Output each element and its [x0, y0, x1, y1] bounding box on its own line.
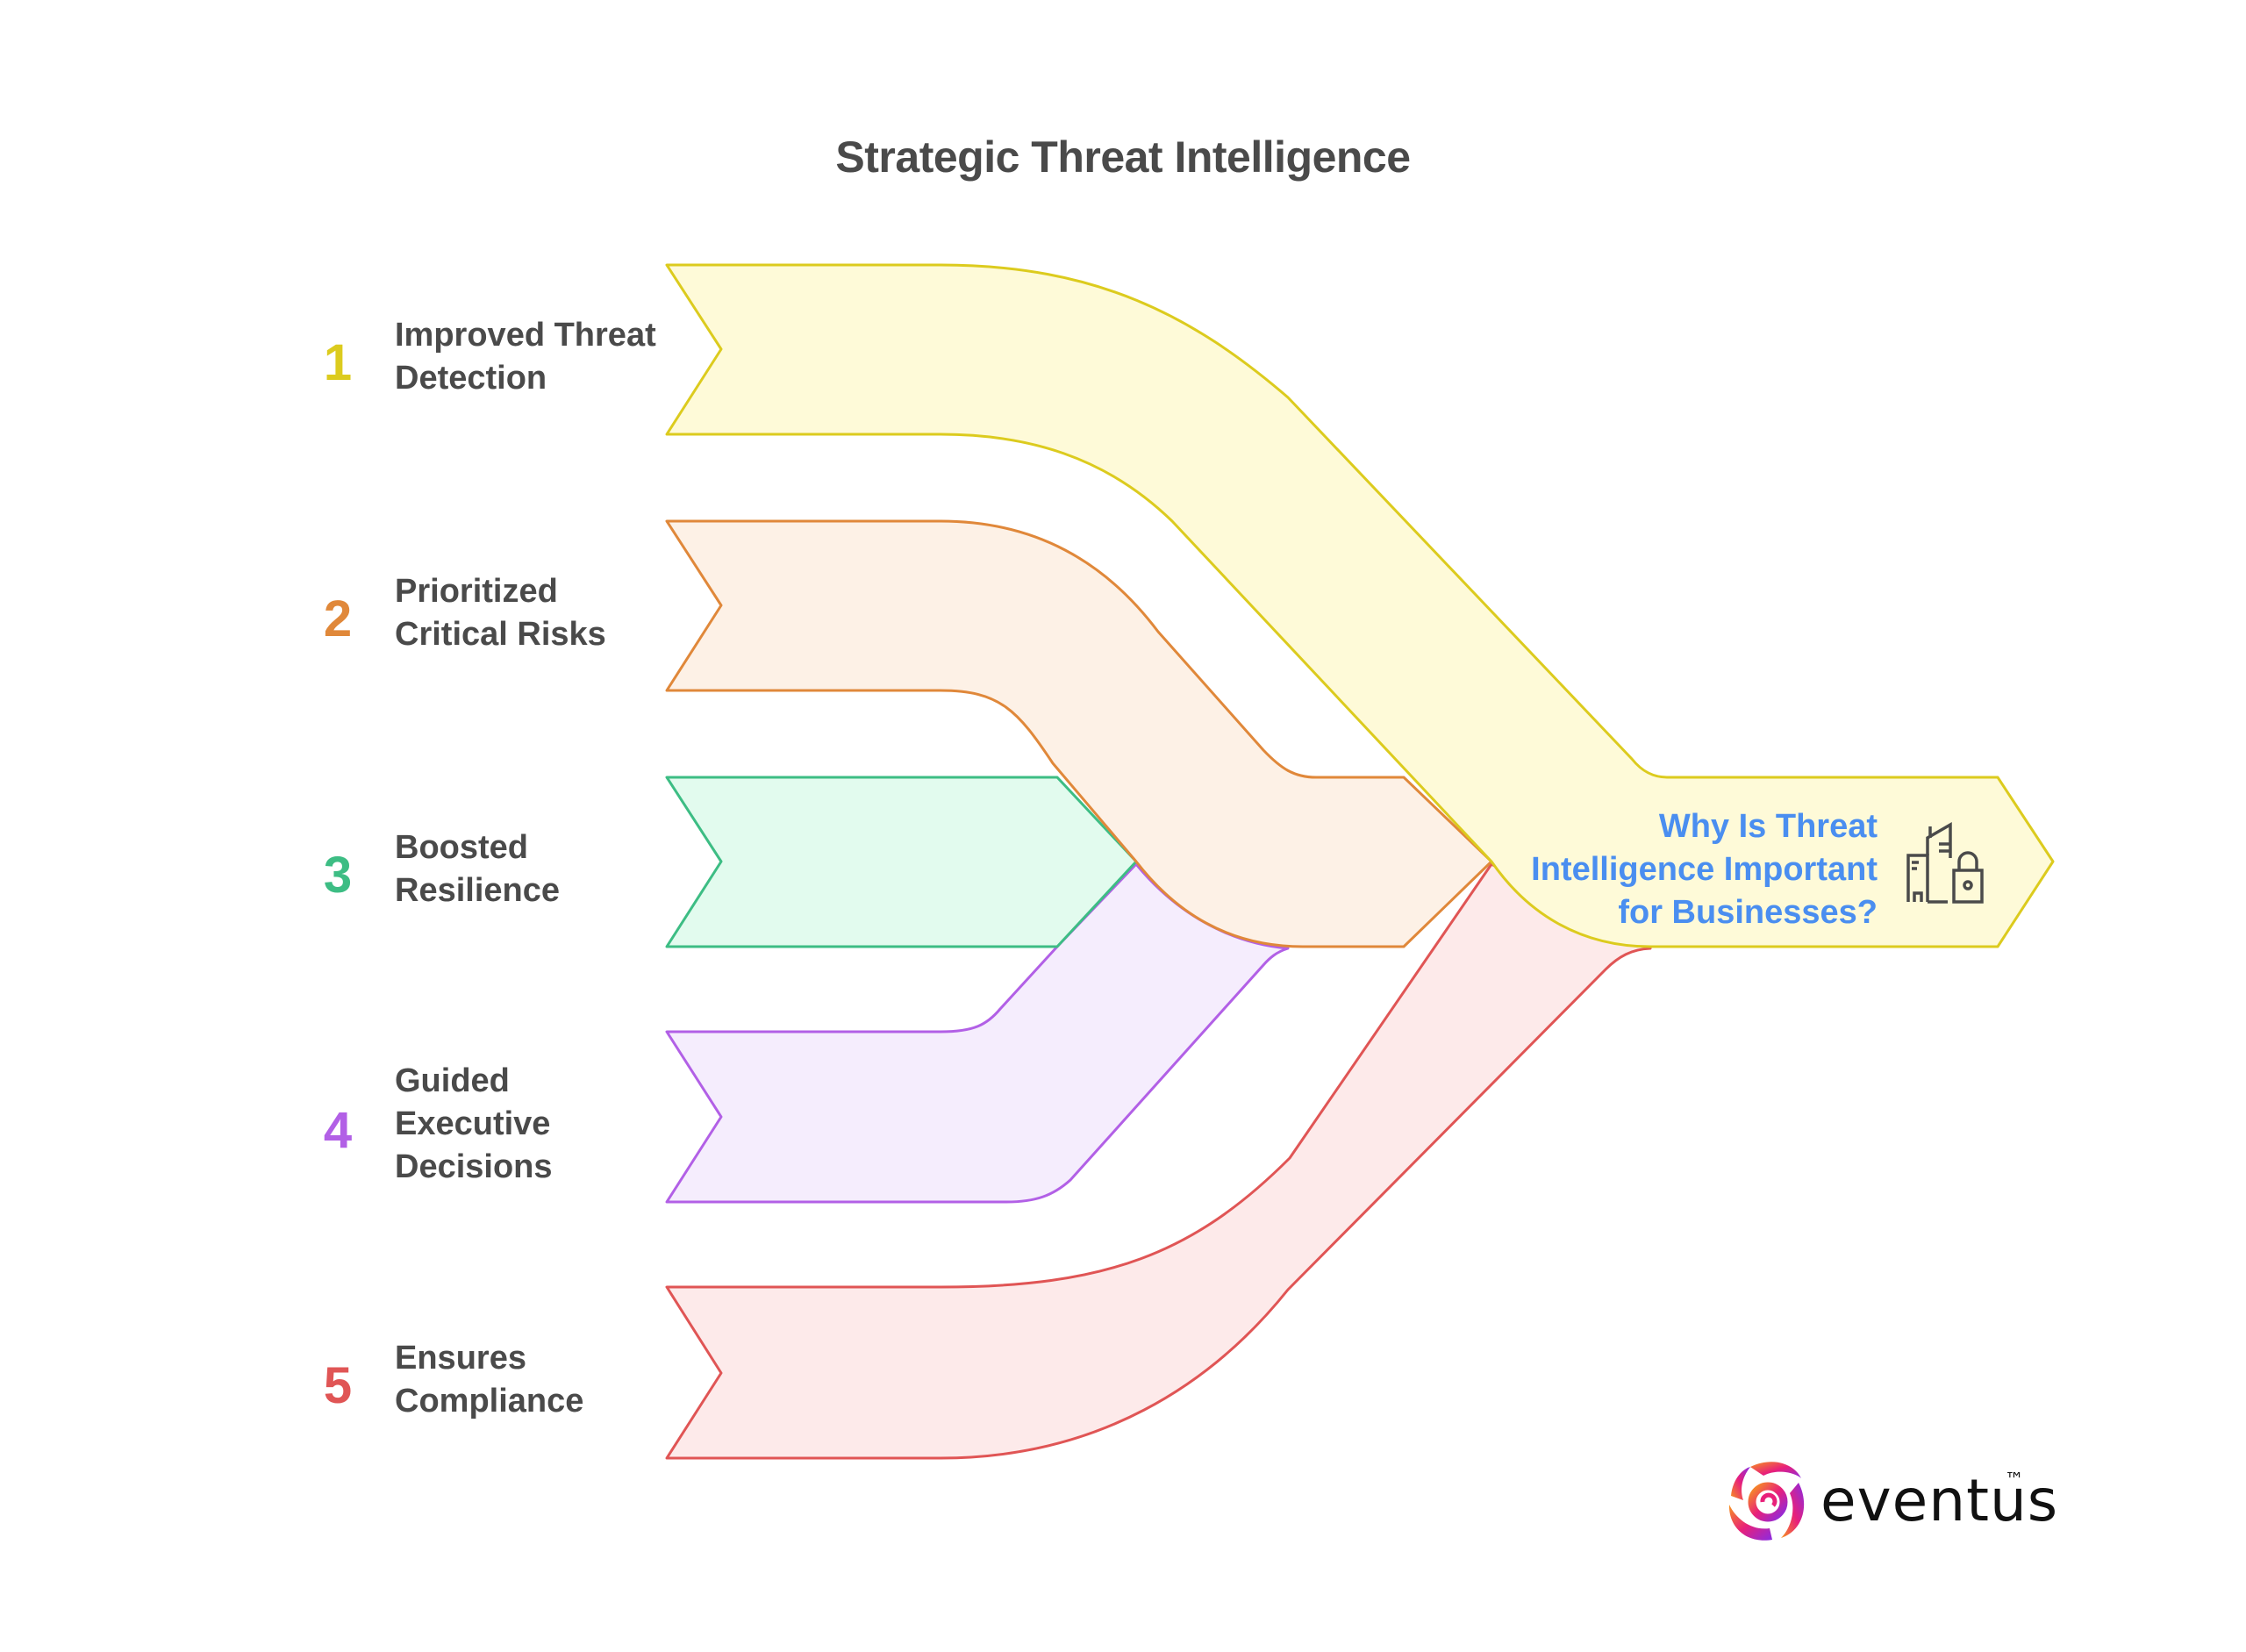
arrow-5 [665, 862, 1652, 1460]
label-line: Executive [395, 1105, 551, 1142]
label-line: Improved Threat [395, 317, 656, 354]
label-line: Critical Risks [395, 616, 606, 653]
trademark-mark: ™ [2005, 1470, 2024, 1491]
arrow-4 [665, 862, 1290, 1204]
building-lock-icon [1906, 821, 1984, 904]
label-line: Detection [395, 360, 547, 397]
logo-wordmark: eventus [1820, 1467, 2059, 1534]
center-question: Why Is Threat Intelligence Important for… [1491, 805, 1878, 934]
label-line: Compliance [395, 1383, 584, 1420]
item-label-3: Boosted Resilience [395, 826, 676, 912]
item-number-5: 5 [323, 1357, 353, 1414]
item-number-1: 1 [323, 334, 353, 391]
item-label-4: Guided Executive Decisions [395, 1060, 676, 1189]
label-line: Ensures [395, 1340, 526, 1377]
eventus-logo-icon [1728, 1462, 1805, 1541]
label-line: Prioritized [395, 573, 558, 610]
arrow-3 [665, 776, 1138, 948]
item-label-2: Prioritized Critical Risks [395, 570, 676, 656]
center-line: for Businesses? [1618, 894, 1878, 931]
item-number-2: 2 [323, 590, 353, 647]
arrow-1 [665, 263, 2055, 948]
item-label-1: Improved Threat Detection [395, 314, 676, 400]
item-number-3: 3 [323, 847, 353, 904]
diagram-title: Strategic Threat Intelligence [835, 132, 1411, 182]
center-line: Intelligence Important [1531, 851, 1878, 888]
label-line: Guided [395, 1062, 510, 1099]
item-label-5: Ensures Compliance [395, 1337, 676, 1423]
label-line: Decisions [395, 1148, 553, 1185]
center-line: Why Is Threat [1658, 808, 1878, 845]
item-number-4: 4 [323, 1102, 353, 1159]
label-line: Boosted [395, 829, 528, 866]
label-line: Resilience [395, 872, 560, 909]
arrow-2 [665, 519, 1493, 948]
